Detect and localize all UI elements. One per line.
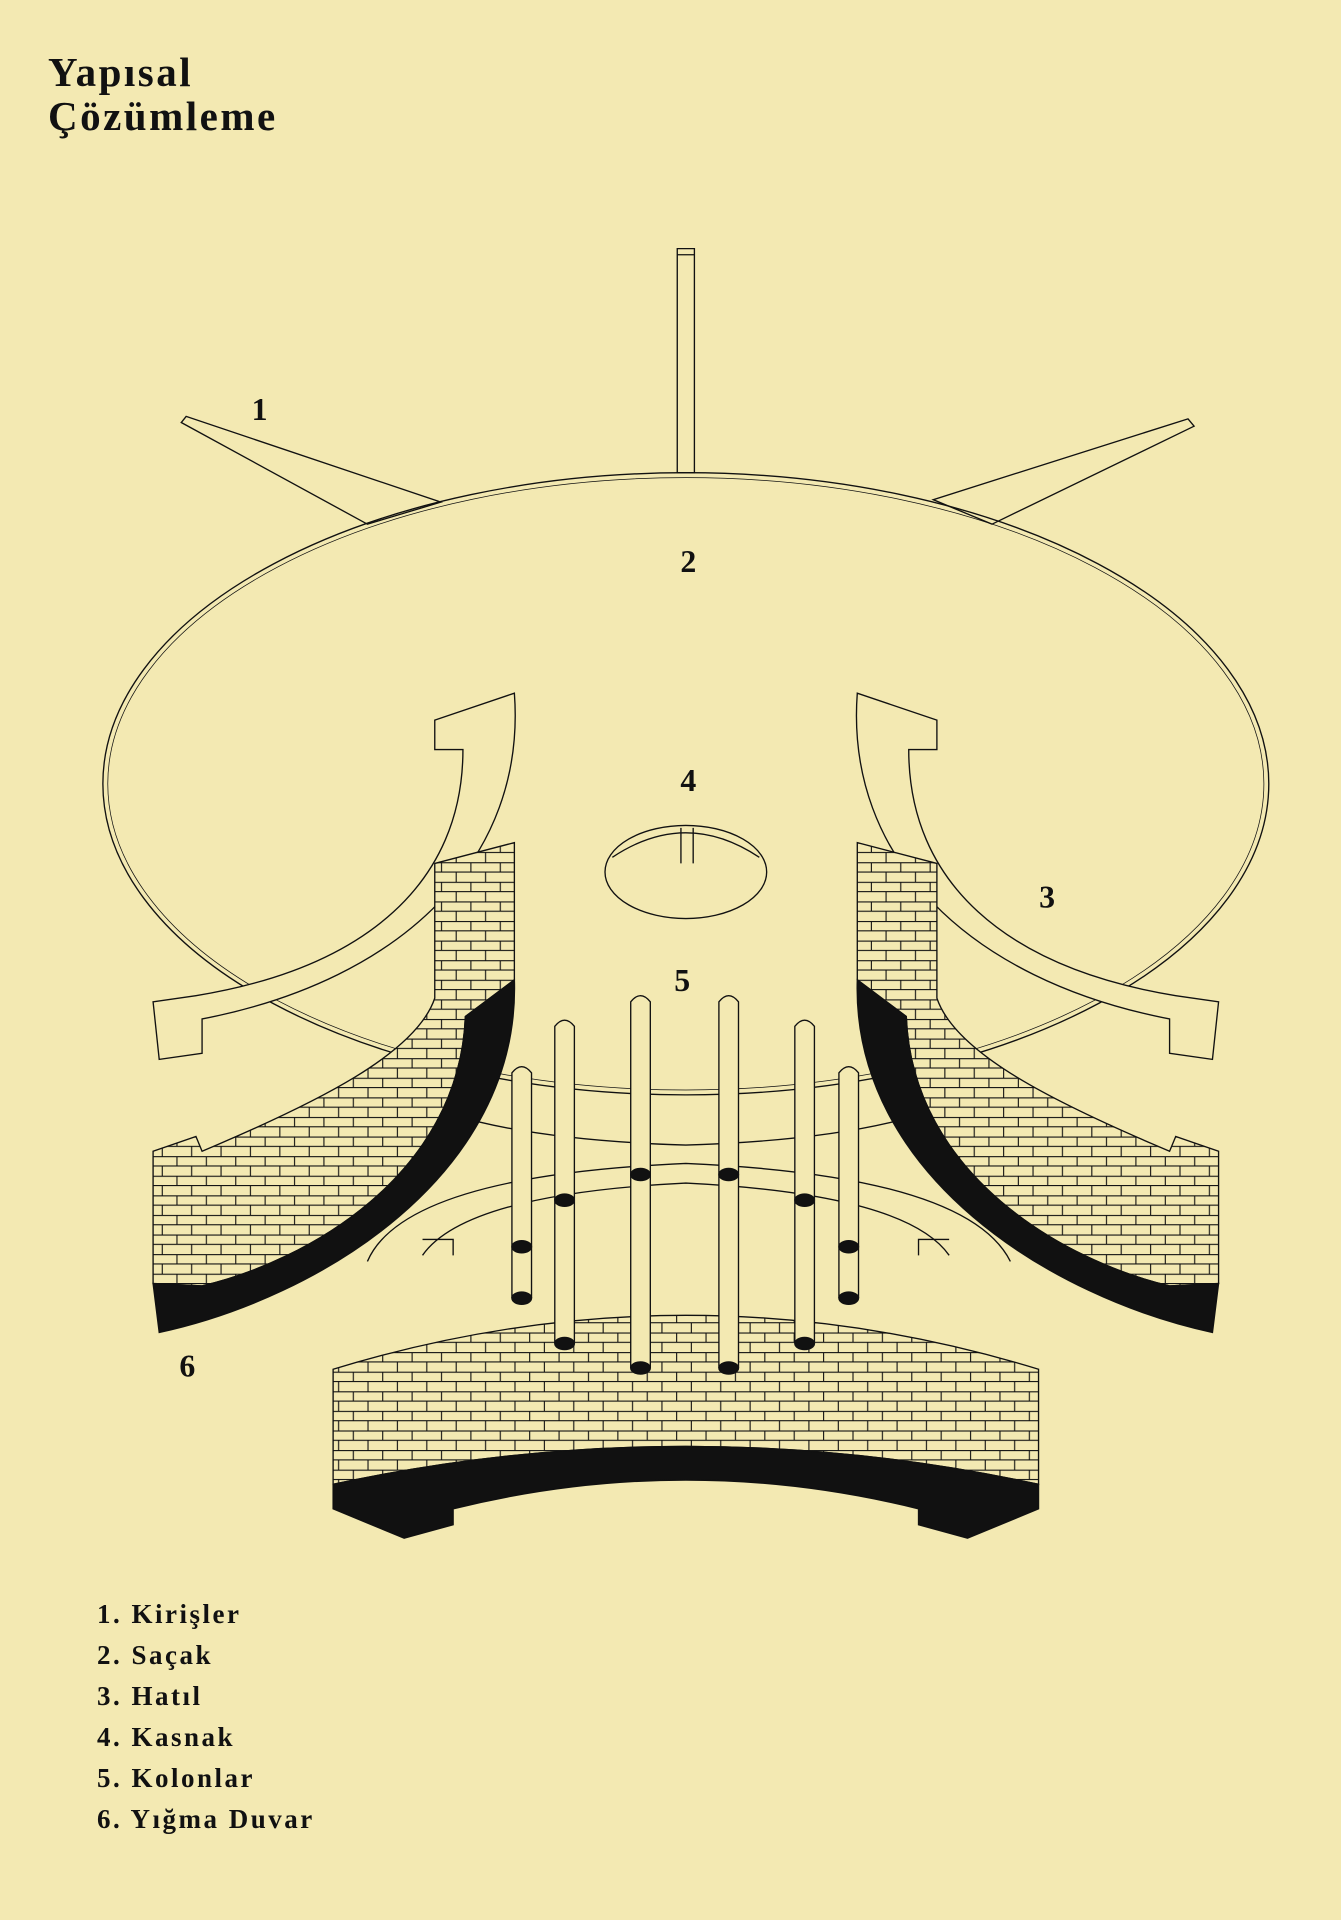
beam-left bbox=[180, 415, 444, 525]
label-bond-beam: 3 bbox=[1039, 880, 1055, 915]
label-eave: 2 bbox=[680, 544, 696, 579]
legend-item: 4. Kasnak bbox=[97, 1722, 236, 1752]
beams bbox=[180, 247, 1196, 525]
column bbox=[794, 1019, 816, 1351]
masonry-wall-left bbox=[152, 841, 516, 1334]
page-title: Yapısal Çözümleme bbox=[48, 50, 278, 138]
label-beams: 1 bbox=[252, 392, 268, 427]
legend-item: 3. Hatıl bbox=[97, 1681, 203, 1711]
legend-item: 5. Kolonlar bbox=[97, 1763, 256, 1793]
beam-right bbox=[931, 418, 1196, 525]
column bbox=[838, 1066, 860, 1305]
column bbox=[718, 995, 740, 1375]
legend-item: 6. Yığma Duvar bbox=[97, 1804, 315, 1834]
label-masonry-wall: 6 bbox=[179, 1349, 195, 1384]
column bbox=[630, 995, 651, 1375]
column bbox=[554, 1019, 576, 1351]
label-columns: 5 bbox=[674, 963, 690, 998]
legend-item: 1. Kirişler bbox=[97, 1599, 242, 1629]
column bbox=[511, 1066, 533, 1305]
masonry-wall-right bbox=[856, 841, 1220, 1334]
eave bbox=[102, 472, 1270, 1096]
columns bbox=[511, 995, 860, 1375]
title-line-2: Çözümleme bbox=[48, 93, 278, 139]
drum bbox=[604, 824, 768, 920]
masonry-wall-front bbox=[332, 1314, 1040, 1539]
label-drum: 4 bbox=[680, 763, 696, 798]
beam-top bbox=[676, 247, 696, 474]
title-line-1: Yapısal bbox=[48, 49, 194, 95]
legend-item: 2. Saçak bbox=[97, 1640, 214, 1670]
legend: 1. Kirişler 2. Saçak 3. Hatıl 4. Kasnak … bbox=[97, 1594, 315, 1840]
